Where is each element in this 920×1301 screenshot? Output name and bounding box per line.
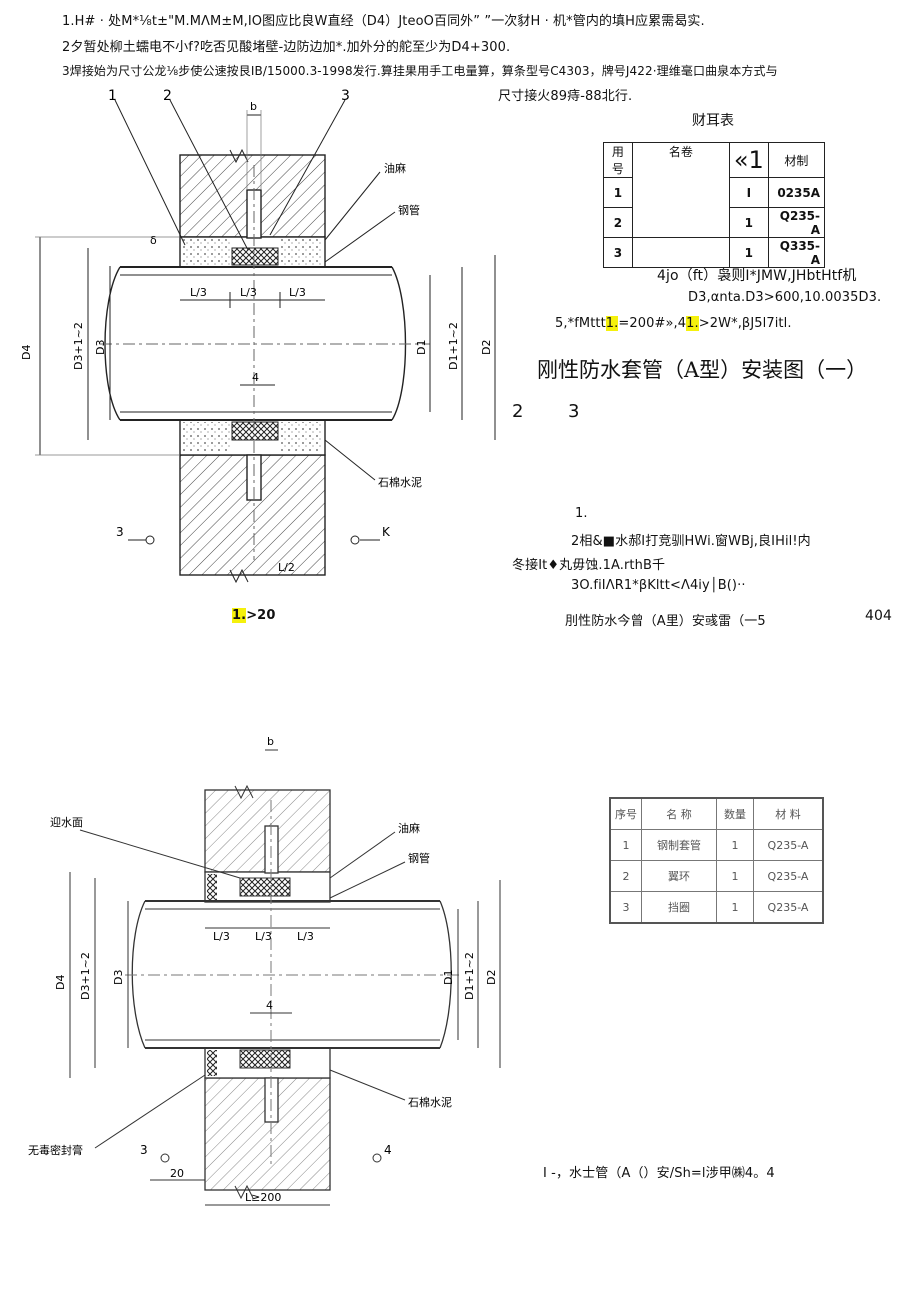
t2-header-qty: 数量 <box>716 797 754 830</box>
t1-row3-qty: 1 <box>728 237 769 268</box>
label-oil-hemp: 油麻 <box>384 161 406 175</box>
dim-delta: δ <box>150 234 157 247</box>
t2-row3-name: 挡圈 <box>641 891 717 924</box>
t1-header-qty: «1 <box>728 142 769 178</box>
label-asbestos-cement-2: 石棉水泥 <box>408 1095 452 1109</box>
dim-20: 20 <box>170 1167 184 1180</box>
right-note-5: 5,*fMttt1.=200#»,41.>2W*,βJ5l7itl. <box>555 316 792 331</box>
t2-row2-no: 2 <box>609 860 642 892</box>
t1-row3-mat: Q335-A <box>767 237 826 268</box>
t2-row2-mat: Q235-A <box>753 860 824 892</box>
label-water-face: 迎水面 <box>50 816 83 829</box>
bottom-ref: 1.>20 <box>232 608 276 623</box>
t1-header-name: 名卷 <box>631 142 730 238</box>
dim-b: b <box>250 100 257 113</box>
water-stop-ring-bottom <box>231 421 279 441</box>
t2-row1-mat: Q235-A <box>753 829 824 861</box>
dim-d4: D4 <box>20 345 33 360</box>
water-stop-ring-top <box>231 247 279 266</box>
dim-d3-12: D3+1~2 <box>72 322 85 370</box>
note-line-4: 尺寸接火89痔-88北行. <box>498 89 633 104</box>
note-line-3: 3焊接始为尺寸公龙⅛步使公速按艮IB/15000.3-1998发行.算挂果用手工… <box>62 64 778 78</box>
title-rigid-sleeve-1: 刚性防水套管（A型）安装图（一） <box>537 358 868 382</box>
mid-note-2: 2相&■水郝I打竞驯HWi.窗WBj,良IHil!内 <box>571 534 811 549</box>
t1-row1-no: 1 <box>603 177 633 208</box>
label-steel-pipe-2: 钢管 <box>408 851 430 865</box>
installation-drawing-1: 1 2 3 b δ 油麻 钢管 石棉水泥 L/3 L/3 L/3 D4 D3+1… <box>20 88 496 584</box>
num-3: 3 <box>568 401 580 422</box>
t1-row2-qty: 1 <box>728 207 769 238</box>
t2-row1-name: 钢制套管 <box>641 829 717 861</box>
t2-header-mat: 材 料 <box>753 797 824 830</box>
dim-l3-2: L/3 <box>240 286 257 299</box>
parts-table-2: 序号 名 称 数量 材 料 1 钢制套管 1 Q235-A 2 翼环 1 Q23… <box>609 797 824 924</box>
parts-table-1: 用号 名卷 «1 材制 1 I 0235A 2 1 Q235-A 3 1 Q33… <box>603 142 826 268</box>
dim-d3-2: D3 <box>112 970 125 985</box>
t1-header-no: 用号 <box>603 142 633 178</box>
mid-note-1: 1. <box>575 506 588 521</box>
installation-drawing-2: 迎水面 油麻 钢管 石棉水泥 无毒密封膏 b L/3 L/3 L/3 D4 D3… <box>28 735 501 1206</box>
t1-row3-name <box>631 237 730 268</box>
t2-header-no: 序号 <box>609 797 642 830</box>
callout-1: 1 <box>108 88 117 104</box>
dim-l3-2a: L/3 <box>213 930 230 943</box>
dim-d3: D3 <box>94 340 107 355</box>
t2-row3-qty: 1 <box>716 891 754 924</box>
dim-d1-12-2: D1+1~2 <box>463 952 476 1000</box>
label-steel-pipe: 钢管 <box>398 203 420 217</box>
section-left-2: 3 <box>140 1143 148 1157</box>
label-oil-hemp-2: 油麻 <box>398 821 420 835</box>
dim-l3-3: L/3 <box>289 286 306 299</box>
dim-l3-2c: L/3 <box>297 930 314 943</box>
t1-row2-no: 2 <box>603 207 633 238</box>
dim-l200: L≥200 <box>245 1191 281 1204</box>
dim-d1: D1 <box>415 340 428 355</box>
num-2: 2 <box>512 401 524 422</box>
mid-note-4: 3O.fiIΛR1*βKltt<Λ4iy│B()·· <box>571 578 746 593</box>
dim-b-2: b <box>267 735 274 748</box>
t2-header-name: 名 称 <box>641 797 717 830</box>
dim-4: 4 <box>252 371 259 384</box>
right-note-4: 4jo（ft）袅则I*JMW,JHbtHtf机 <box>657 268 857 284</box>
t1-row1-qty: I <box>728 177 769 208</box>
t1-row2-mat: Q235-A <box>767 207 826 238</box>
t1-header-mat: 材制 <box>767 142 826 178</box>
t2-row2-name: 翼环 <box>641 860 717 892</box>
dim-d1-2: D1 <box>442 970 455 985</box>
dim-d4-2: D4 <box>54 975 67 990</box>
callout-2: 2 <box>163 88 172 104</box>
dim-d3-12-2: D3+1~2 <box>79 952 92 1000</box>
mid-note-3: 冬接It♦丸毋蚀.1A.rthB千 <box>512 558 666 573</box>
t2-row1-no: 1 <box>609 829 642 861</box>
note-line-1: 1.H# · 处M*⅛t±"M.MΛM±M,IO图应比良W直经（D4）JteoO… <box>62 14 705 29</box>
caption-3: I -，水士管（A（）安/Sh=l涉甲㈱4。4 <box>543 1166 775 1181</box>
steel-pipe <box>120 266 390 420</box>
t2-row2-qty: 1 <box>716 860 754 892</box>
page-number: 404 <box>865 608 893 624</box>
right-note-4b: D3,αnta.D3>600,10.0035D3. <box>688 290 882 305</box>
table1-title: 财耳表 <box>692 113 734 129</box>
dim-4-2: 4 <box>266 999 273 1012</box>
dim-l3-2b: L/3 <box>255 930 272 943</box>
callout-3: 3 <box>341 88 350 104</box>
section-right-2: 4 <box>384 1143 392 1157</box>
t2-row3-no: 3 <box>609 891 642 924</box>
dim-d2: D2 <box>480 340 493 355</box>
label-asbestos-cement: 石棉水泥 <box>378 475 422 489</box>
t1-row1-mat: 0235A <box>767 177 826 208</box>
dim-d2-2: D2 <box>485 970 498 985</box>
section-left: 3 <box>116 525 124 539</box>
label-sealant: 无毒密封膏 <box>28 1143 83 1157</box>
t2-row3-mat: Q235-A <box>753 891 824 924</box>
note-line-2: 2夕暂处柳土蠕电不小f?吃否见酸堵壁-边防边加*.加外分的舵至少为D4+300. <box>62 40 511 55</box>
t2-row1-qty: 1 <box>716 829 754 861</box>
section-right: K <box>382 525 391 539</box>
title-rigid-sleeve-2: 刖性防水今曾（A里）安彧雷（一5 <box>565 614 766 629</box>
dim-l3-1: L/3 <box>190 286 207 299</box>
dim-l2: L/2 <box>278 561 295 574</box>
t1-row3-no: 3 <box>603 237 633 268</box>
dim-d1-12: D1+1~2 <box>447 322 460 370</box>
